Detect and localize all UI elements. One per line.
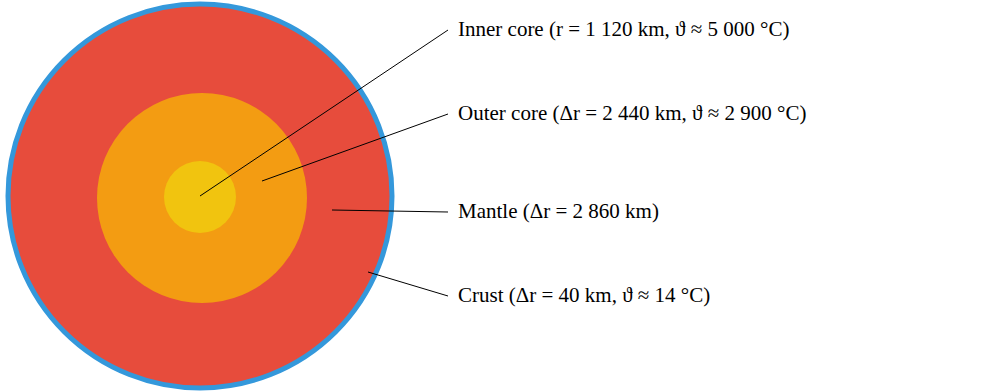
leader-line [332,210,448,212]
leader-line [368,272,448,296]
layer-label: Outer core (Δr = 2 440 km, ϑ ≈ 2 900 °C) [456,101,808,126]
inner-core-disc [164,161,236,233]
layer-label: Crust (Δr = 40 km, ϑ ≈ 14 °C) [456,283,712,308]
outer-core-disc [97,93,307,303]
leader-line [262,114,448,181]
layer-label: Mantle (Δr = 2 860 km) [456,199,661,224]
layer-label: Inner core (r = 1 120 km, ϑ ≈ 5 000 °C) [456,17,791,42]
leader-line [200,30,448,196]
